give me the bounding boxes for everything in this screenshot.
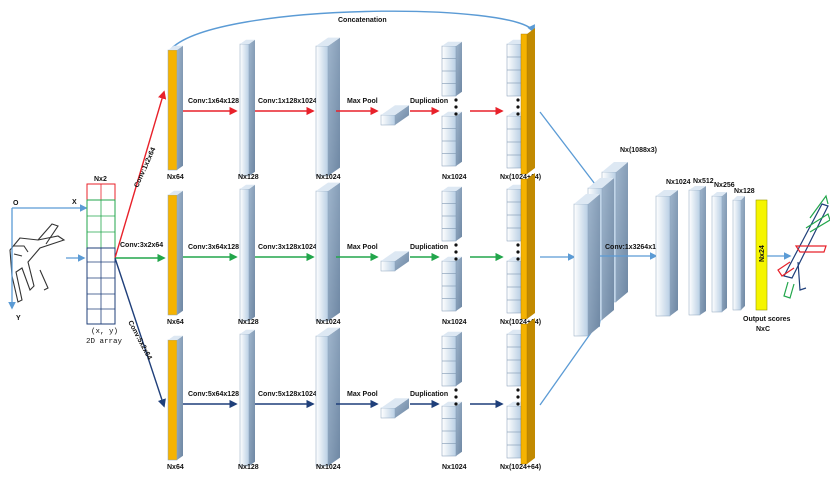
branch-bottom-in-arrow bbox=[114, 257, 166, 408]
duplication-label: Duplication bbox=[410, 244, 448, 251]
input-array-caption: 2D array bbox=[86, 338, 123, 346]
concatenation-arrow bbox=[171, 10, 535, 49]
layer-nx64 bbox=[167, 45, 183, 171]
duplicated-stack-upper bbox=[441, 41, 462, 97]
output-scores-label: Output scores bbox=[743, 316, 791, 323]
branch-top-in-arrow bbox=[114, 90, 167, 259]
branch-bottom-conv-in-label: Conv:5x2x64 bbox=[126, 320, 153, 362]
concat-strip bbox=[520, 28, 535, 175]
output-layer-24: Nx24 bbox=[755, 199, 768, 311]
duplicated-size-label: Nx1024 bbox=[442, 174, 467, 181]
conv2-label: Conv:3x64x128 bbox=[188, 244, 239, 251]
input-array-size-label: Nx2 bbox=[94, 176, 107, 183]
duplication-label: Duplication bbox=[410, 98, 448, 105]
mlp-layer-1024: Nx1024 bbox=[655, 179, 691, 317]
layer-nx128 bbox=[239, 329, 255, 467]
layer-nx128-label: Nx128 bbox=[238, 319, 259, 326]
global-feature-vector bbox=[380, 105, 409, 126]
duplicated-stack-upper bbox=[441, 331, 462, 387]
duplicated-size-label: Nx1024 bbox=[442, 464, 467, 471]
concat-size-label: Nx(1024+64) bbox=[500, 319, 541, 326]
duplicated-stack-lower bbox=[441, 256, 462, 312]
layer-nx128-label: Nx128 bbox=[238, 174, 259, 181]
mlp-layer-256-label: Nx256 bbox=[714, 182, 735, 189]
duplication-label: Duplication bbox=[410, 391, 448, 398]
layer-nx1024-label: Nx1024 bbox=[316, 174, 341, 181]
merged-slab-front bbox=[573, 194, 600, 337]
layer-nx128 bbox=[239, 184, 255, 322]
mlp-layer-128-label: Nx128 bbox=[734, 188, 755, 195]
concat-strip bbox=[520, 318, 535, 465]
mlp-layers: Nx1024 Nx512 Nx256 Nx128 Nx24 bbox=[655, 178, 768, 317]
conv3-label: Conv:5x128x1024 bbox=[258, 391, 317, 398]
layer-nx128 bbox=[239, 39, 255, 177]
max-pool-label: Max Pool bbox=[347, 244, 378, 251]
origin-label: O bbox=[13, 200, 19, 207]
layer-nx64 bbox=[167, 335, 183, 461]
conv3-label: Conv:1x128x1024 bbox=[258, 98, 317, 105]
duplicated-stack-upper bbox=[441, 186, 462, 242]
conv2-label: Conv:1x64x128 bbox=[188, 98, 239, 105]
duplicated-size-label: Nx1024 bbox=[442, 319, 467, 326]
layer-nx64 bbox=[167, 190, 183, 316]
mlp-layer-512: Nx512 bbox=[688, 178, 714, 316]
concat-size-label: Nx(1024+64) bbox=[500, 464, 541, 471]
mlp-layer-1024-label: Nx1024 bbox=[666, 179, 691, 186]
airplane-sketch-icon bbox=[9, 223, 66, 303]
segmented-airplane-icon bbox=[777, 194, 830, 299]
global-feature-vector bbox=[380, 398, 409, 419]
input-array: Nx2 (x, y) 2D array bbox=[86, 176, 123, 346]
input-airplane: O X Y bbox=[8, 199, 88, 322]
concatenation-label: Concatenation bbox=[338, 17, 387, 24]
layer-nx1024-label: Nx1024 bbox=[316, 464, 341, 471]
input-array-coord-label: (x, y) bbox=[91, 328, 118, 336]
layer-nx64-label: Nx64 bbox=[167, 319, 184, 326]
layer-nx1024 bbox=[315, 327, 340, 467]
branch-middle: Nx64Conv:3x64x128Nx128Conv:3x128x1024Nx1… bbox=[167, 173, 541, 326]
merged-feature-block: Nx(1088x3) bbox=[573, 147, 657, 337]
branch-middle-conv-in-label: Conv:3x2x64 bbox=[120, 242, 163, 249]
layer-nx1024 bbox=[315, 182, 340, 322]
y-axis-label: Y bbox=[16, 315, 21, 322]
concat-strip bbox=[520, 173, 535, 320]
layer-nx1024-label: Nx1024 bbox=[316, 319, 341, 326]
max-pool-label: Max Pool bbox=[347, 98, 378, 105]
max-pool-label: Max Pool bbox=[347, 391, 378, 398]
layer-nx64-label: Nx64 bbox=[167, 464, 184, 471]
mlp-layer-128: Nx128 bbox=[732, 188, 755, 311]
layer-nx64-label: Nx64 bbox=[167, 174, 184, 181]
duplicated-stack-lower bbox=[441, 111, 462, 167]
merge-conv-label: Conv:1x3264x1024 bbox=[605, 244, 668, 251]
x-axis-label: X bbox=[72, 199, 77, 206]
conv3-label: Conv:3x128x1024 bbox=[258, 244, 317, 251]
output-nxc-label: NxC bbox=[756, 326, 770, 333]
output-layer-24-label: Nx24 bbox=[759, 245, 766, 262]
merged-size-label: Nx(1088x3) bbox=[620, 147, 657, 154]
mlp-layer-512-label: Nx512 bbox=[693, 178, 714, 185]
conv2-label: Conv:5x64x128 bbox=[188, 391, 239, 398]
branch-top-out-arrow bbox=[539, 111, 599, 190]
concat-size-label: Nx(1024+64) bbox=[500, 174, 541, 181]
mlp-layer-256: Nx256 bbox=[711, 182, 735, 313]
global-feature-vector bbox=[380, 251, 409, 272]
layer-nx1024 bbox=[315, 37, 340, 177]
duplicated-stack-lower bbox=[441, 401, 462, 457]
branch-bottom: Nx64Conv:5x64x128Nx128Conv:5x128x1024Nx1… bbox=[167, 318, 541, 471]
layer-nx128-label: Nx128 bbox=[238, 464, 259, 471]
